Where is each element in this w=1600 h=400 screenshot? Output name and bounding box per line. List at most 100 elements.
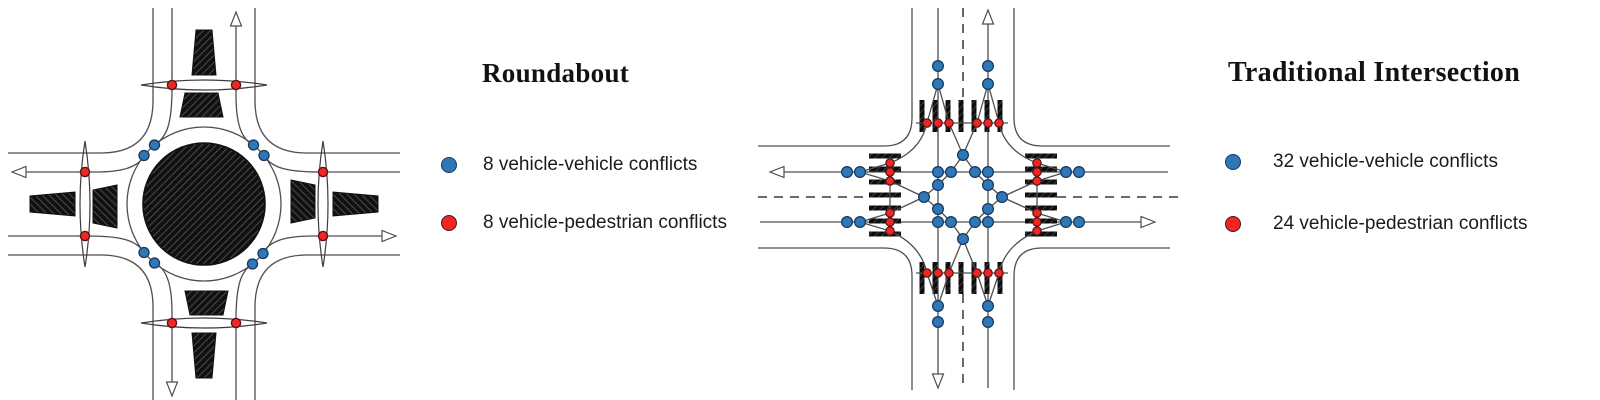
conflict-point-dot [138,246,150,259]
central-island [142,142,266,266]
conflict-point-dot [981,316,994,329]
vehicle-vehicle-dot-icon [1225,154,1241,170]
direction-arrow-icons [768,8,1157,390]
roundabout-leg-east [254,100,401,268]
conflict-point-dot [983,118,993,128]
conflict-point-dot [317,230,329,242]
conflict-point-dot [1059,166,1072,179]
conflict-point-dot [994,268,1004,278]
roundabout-leg-north [100,7,268,154]
conflict-point-dot [931,216,944,229]
conflict-point-dot [1032,158,1042,168]
intersection-legend-vehicle-pedestrian: 24 vehicle-pedestrian conflicts [1225,208,1528,240]
conflict-point-dot [1032,217,1042,227]
legend-label: 8 vehicle-pedestrian conflicts [483,212,727,233]
legend-label: 24 vehicle-pedestrian conflicts [1273,213,1528,234]
legend-label: 8 vehicle-vehicle conflicts [483,154,698,175]
conflict-point-dot [79,230,91,242]
vehicle-pedestrian-dot-icon [1225,216,1241,232]
conflict-point-dot [944,166,957,179]
conflict-point-dot [931,300,944,313]
conflict-point-dot [931,77,944,90]
conflict-point-dot [922,268,932,278]
conflict-point-dot [1072,216,1085,229]
conflict-point-dot [258,149,270,162]
conflict-point-dot [1032,208,1042,218]
intersection-diagram [758,8,1178,390]
conflict-point-dot [885,167,895,177]
vehicle-pedestrian-dot-icon [441,215,457,231]
conflict-point-dot [1032,176,1042,186]
conflict-point-dot [257,247,269,260]
conflict-point-dot [944,268,954,278]
intersection-vehicle-vehicle-conflict-dots [840,59,1085,329]
conflict-point-dot [931,179,944,192]
conflict-point-dot [148,257,161,269]
conflict-point-dot [166,79,178,91]
conflict-point-dot [968,166,981,179]
conflict-point-dot [994,118,1004,128]
conflict-point-dot [956,149,969,162]
conflict-point-dot [956,233,969,246]
legend-label: 32 vehicle-vehicle conflicts [1273,151,1498,172]
conflict-point-dot [981,166,994,179]
conflict-point-dot [148,139,161,151]
conflict-point-dot [972,268,982,278]
intersection-vehicle-pedestrian-conflict-dots [885,118,1042,278]
conflict-point-dot [981,203,994,216]
conflict-point-dot [933,118,943,128]
intersection-road-edges [758,8,1170,390]
roundabout-vehicle-pedestrian-conflict-dots [79,79,329,329]
conflict-point-dot [933,268,943,278]
conflict-point-dot [1072,166,1085,179]
conflict-point-dot [138,149,150,162]
conflict-point-dot [931,166,944,179]
intersection-legend-vehicle-vehicle: 32 vehicle-vehicle conflicts [1225,146,1498,178]
conflict-point-dot [944,216,957,229]
conflict-point-dot [922,118,932,128]
conflict-point-dot [247,139,260,151]
conflict-point-dot [981,59,994,72]
conflict-point-dot [885,226,895,236]
conflict-point-dot [885,208,895,218]
roundabout-diagram [7,7,401,400]
conflict-point-dot [840,216,853,229]
conflict-point-dot [853,166,866,179]
conflict-point-dot [1032,167,1042,177]
conflict-point-dot [230,79,242,91]
conflict-point-dot [981,216,994,229]
conflict-point-dot [246,258,259,270]
conflict-point-dot [931,203,944,216]
conflict-point-dot [917,191,930,204]
conflict-point-dot [1032,226,1042,236]
conflict-point-dot [972,118,982,128]
intersection-lane-lines [758,8,1178,388]
conflict-point-dot [317,166,329,178]
roundabout-vehicle-vehicle-conflict-dots [138,139,270,270]
circulatory-roadway [126,126,282,282]
roundabout-title: Roundabout [482,58,630,88]
conflict-point-dot [79,166,91,178]
conflict-point-dot [840,166,853,179]
roundabout-leg-south [140,254,308,400]
conflict-point-dot [885,176,895,186]
intersection-title: Traditional Intersection [1228,57,1521,88]
vehicle-vehicle-dot-icon [441,157,457,173]
roundabout-legend-vehicle-pedestrian: 8 vehicle-pedestrian conflicts [441,207,727,239]
conflict-point-dot [968,216,981,229]
conflict-point-dot [944,118,954,128]
roundabout-leg-west [7,140,154,308]
conflict-point-dot [983,268,993,278]
conflict-point-dot [885,158,895,168]
conflict-point-dot [981,179,994,192]
conflict-point-dot [1059,216,1072,229]
crosswalk-bars [869,100,1057,294]
conflict-point-dot [931,316,944,329]
conflict-point-dot [853,216,866,229]
conflict-point-dot [230,317,242,329]
conflict-point-dot [885,217,895,227]
conflict-point-dot [981,77,994,90]
conflict-point-dot [995,191,1008,204]
conflict-point-dot [981,300,994,313]
